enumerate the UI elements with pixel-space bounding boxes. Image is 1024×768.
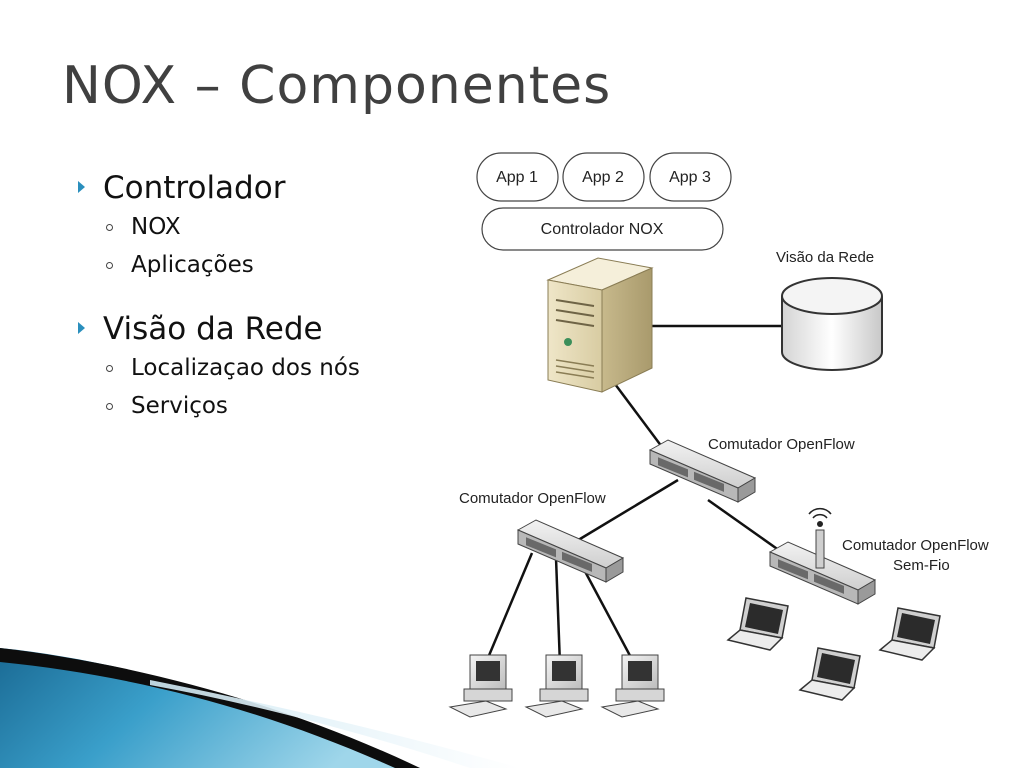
desktop-pc-icon [524, 654, 589, 718]
sub-bullet-circle-icon [106, 403, 113, 410]
sub-bullet-label: Serviços [131, 393, 228, 419]
connections [483, 324, 791, 666]
sub-bullet: NOX [78, 208, 438, 246]
switch-icon [648, 439, 757, 503]
controller-label: Controlador NOX [541, 221, 664, 238]
laptop-icon [798, 647, 861, 701]
app-label: App 2 [582, 169, 624, 186]
app-label: App 1 [496, 169, 538, 186]
app-pill-2: App 2 [562, 152, 645, 202]
bullet-controlador: Controlador [78, 168, 438, 208]
app-label: App 3 [669, 169, 711, 186]
switch-top-label: Comutador OpenFlow [708, 436, 855, 453]
network-view-label: Visão da Rede [776, 249, 874, 266]
database-icon [781, 277, 883, 371]
sub-bullet-label: NOX [131, 214, 181, 240]
laptop-icon [726, 597, 789, 651]
wireless-switch-icon [768, 507, 877, 605]
controller-pill: Controlador NOX [481, 207, 724, 251]
bullet-arrow-icon [78, 322, 85, 334]
bullet-label: Controlador [103, 170, 286, 206]
bullet-list: Controlador NOX Aplicações Visão da Rede… [78, 168, 438, 425]
sub-bullet-circle-icon [106, 365, 113, 372]
desktop-pc-icon [600, 654, 665, 718]
desktop-pc-icon [448, 654, 513, 718]
slide-title: NOX – Componentes [62, 56, 612, 116]
app-pill-3: App 3 [649, 152, 732, 202]
sub-bullet-label: Localizaçao dos nós [131, 355, 360, 381]
sub-bullet-label: Aplicações [131, 252, 254, 278]
sub-bullet: Localizaçao dos nós [78, 349, 438, 387]
sub-bullet: Serviços [78, 387, 438, 425]
switch-wireless-label-line2: Sem-Fio [893, 557, 950, 574]
bullet-visao-da-rede: Visão da Rede [78, 309, 438, 349]
bullet-arrow-icon [78, 181, 85, 193]
app-pill-1: App 1 [476, 152, 559, 202]
server-icon [546, 257, 654, 393]
laptop-icon [878, 607, 941, 661]
sub-bullet-circle-icon [106, 262, 113, 269]
sub-bullet-circle-icon [106, 224, 113, 231]
bullet-label: Visão da Rede [103, 311, 323, 347]
sub-bullet: Aplicações [78, 246, 438, 284]
switch-wireless-label-line1: Comutador OpenFlow [842, 537, 989, 554]
switch-left-label: Comutador OpenFlow [459, 490, 606, 507]
switch-icon [516, 519, 625, 583]
